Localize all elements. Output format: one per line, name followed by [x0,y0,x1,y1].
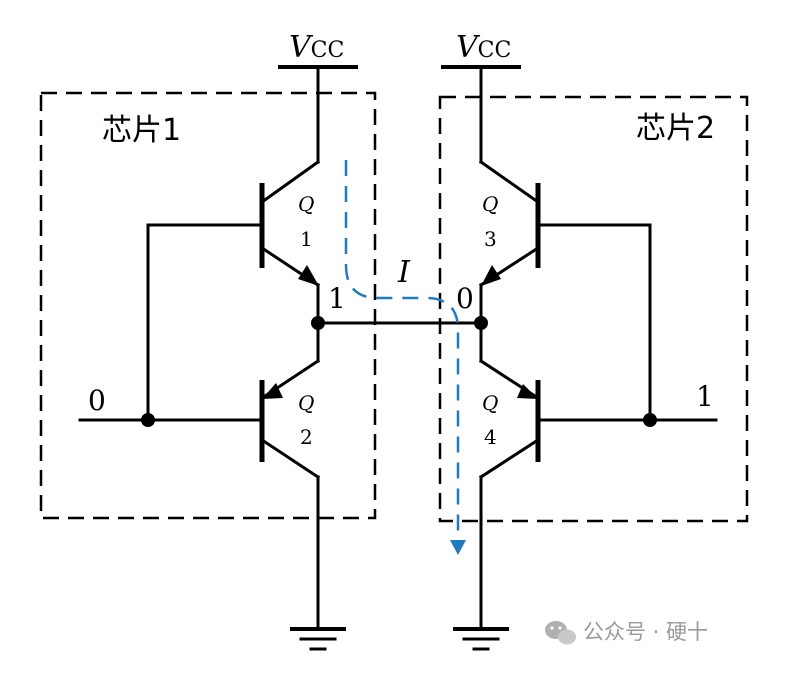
svg-text:VCC: VCC [289,30,344,65]
current-label: I [397,255,411,290]
current-path [344,160,460,540]
q2-index: 2 [300,425,313,449]
q1-letter: Q [298,192,314,216]
chip2-label: 芯片2 [636,111,715,146]
q2-letter: Q [298,391,314,415]
vcc-sub-right: CC [478,38,512,63]
ground-left-icon [290,627,346,651]
chip1-input-logic: 0 [88,384,106,417]
watermark-text: 公众号 · 硬十 [583,620,708,644]
vcc-sub-left: CC [311,38,345,63]
transistor-q1: Q 1 [146,159,321,325]
chip1-output-logic: 1 [328,282,346,315]
q3-index: 3 [484,227,497,251]
chip2-output-logic: 0 [456,282,474,315]
chip1-output-node [311,316,325,330]
q4-letter: Q [482,391,498,415]
ground-right-icon [453,627,509,651]
chip2-input-node [643,413,657,427]
vcc-label-right: V [456,30,481,65]
chip2-output-node [474,316,488,330]
watermark: 公众号 · 硬十 [545,620,708,645]
transistor-q3: Q 3 [478,159,652,325]
q3-letter: Q [482,192,498,216]
wechat-icon [545,621,576,645]
chip2-boundary [438,95,749,523]
q2-emitter-arrow [262,383,283,399]
chip1-boundary [39,91,377,520]
vcc-supply-right: VCC [441,30,521,164]
vcc-label-left: V [289,30,314,65]
transistor-q4: Q 4 [478,321,718,630]
q4-emitter-arrow [517,384,538,399]
chip1-input-node [141,413,155,427]
vcc-supply-left: VCC [278,30,358,164]
svg-text:VCC: VCC [456,30,511,65]
q4-index: 4 [484,425,497,449]
chip1-label: 芯片1 [102,113,181,148]
q3-emitter-arrow [481,265,501,286]
q1-emitter-arrow [298,265,319,286]
chip2-input-logic: 1 [696,380,714,413]
transistor-q2: Q 2 [78,321,321,630]
current-arrowhead [450,540,466,555]
q1-index: 1 [300,227,313,251]
